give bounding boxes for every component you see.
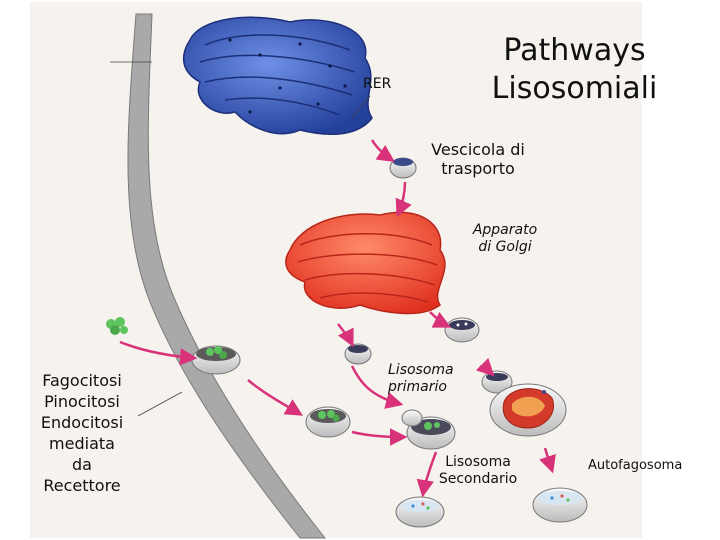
rough-er-icon: [183, 16, 373, 136]
page-title: Pathways Lisosomiali: [472, 32, 677, 108]
autophagy-lysosome-icon: [481, 370, 513, 394]
label-transport-vesicle: Vescicola di trasporto: [431, 140, 525, 179]
residual-body-right-icon: [532, 487, 588, 523]
residual-body-left-icon: [395, 496, 445, 528]
leader-lines: [110, 61, 371, 417]
extracellular-particle-icon: [106, 317, 128, 335]
autophagosome-icon: [489, 383, 567, 437]
golgi-lysosome-icon: [444, 317, 480, 343]
transport-vesicle-icon: [389, 157, 417, 179]
label-endocytosis-pathways: Fagocitosi Pinocitosi Endocitosi mediata…: [40, 371, 124, 495]
pathway-arrows: [119, 139, 556, 498]
secondary-lysosome-icon: [401, 409, 456, 450]
golgi-apparatus-icon: [285, 211, 446, 315]
label-golgi: Apparato di Golgi: [472, 222, 538, 255]
title-line-2: Lisosomiali: [491, 71, 658, 106]
endosome-icon: [305, 406, 351, 438]
plasma-membrane: [127, 13, 327, 539]
label-autophagosome: Autofagosoma: [588, 458, 683, 473]
primary-lysosome-icon: [344, 343, 372, 365]
label-primary-lysosome: Lisosoma primario: [388, 362, 454, 395]
phagocytic-vesicle-icon: [191, 345, 241, 375]
label-rer: RER: [363, 76, 392, 92]
title-line-1: Pathways: [503, 33, 646, 68]
label-secondary-lysosome: Lisosoma Secondario: [438, 454, 518, 487]
